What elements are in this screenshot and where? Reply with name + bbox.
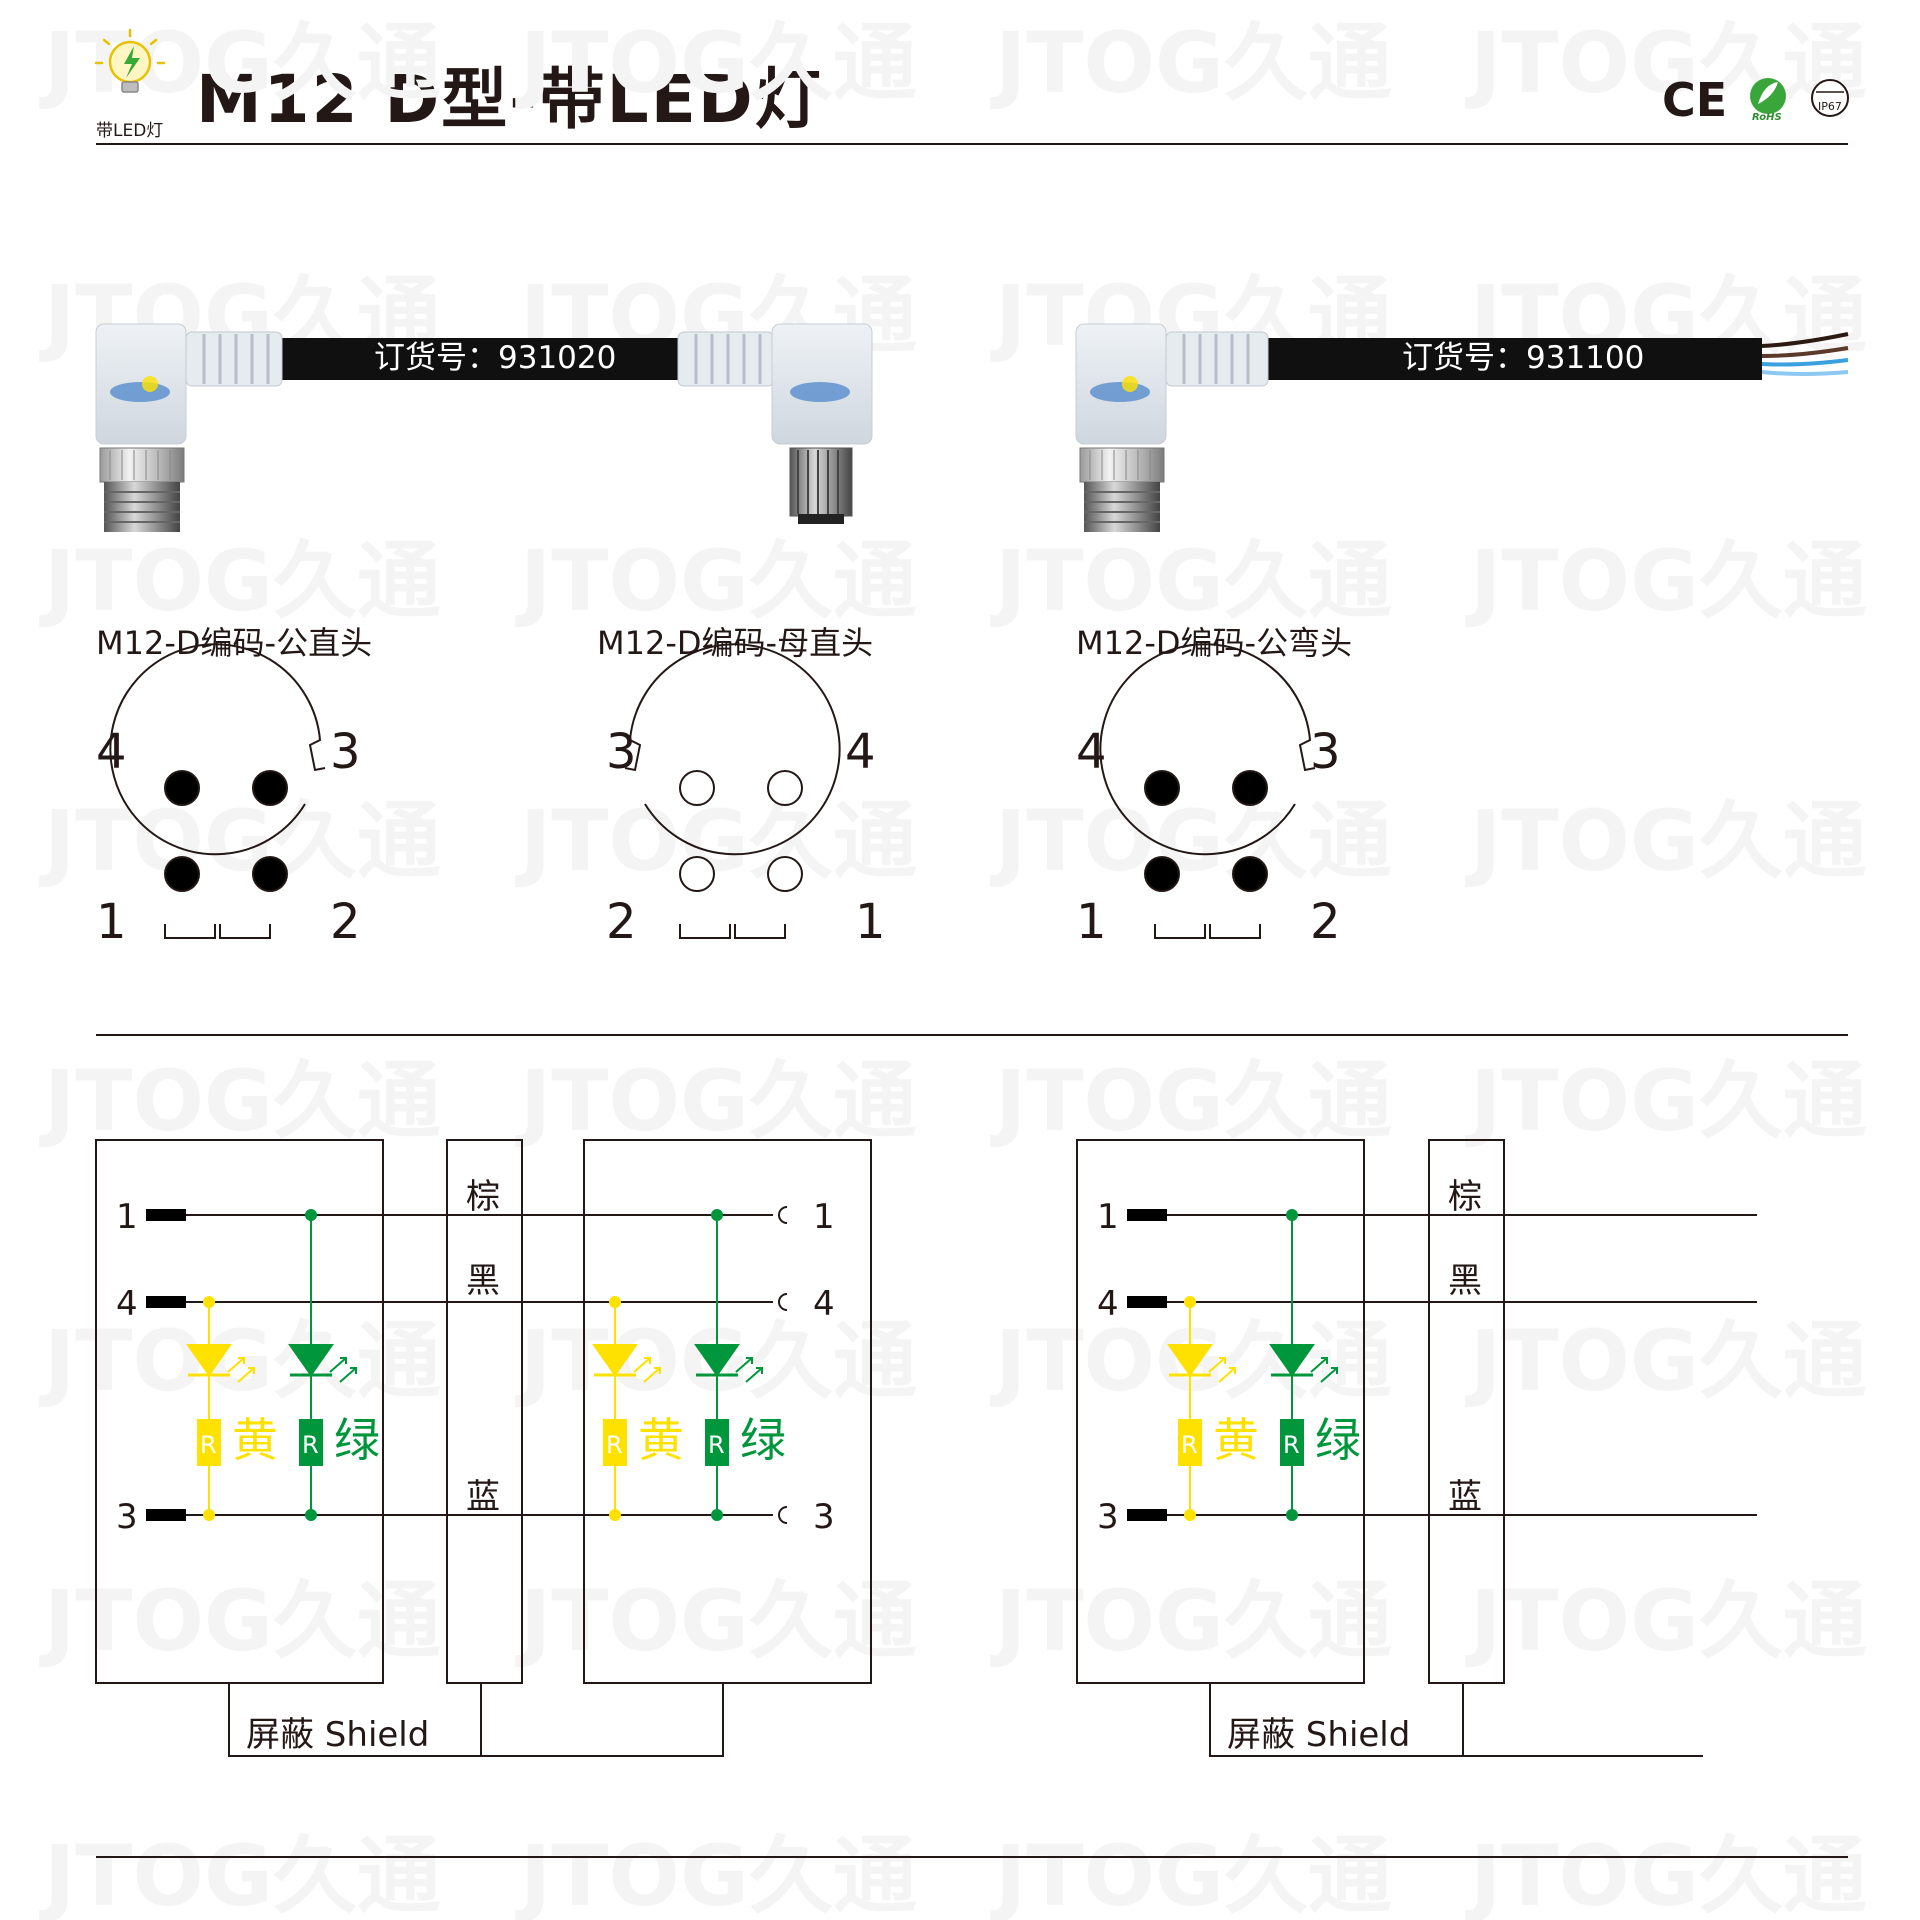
watermark-text: JTOG久通 [39, 14, 441, 112]
pin-label: 1 [116, 1197, 138, 1237]
pin-label: 4 [1076, 724, 1107, 780]
connector-box-male [1076, 1139, 1365, 1684]
wire-color-label: 蓝 [1448, 1477, 1482, 1517]
resistor-label: R [302, 1431, 319, 1459]
resistor-label: R [606, 1431, 623, 1459]
ce-mark: CE [1662, 73, 1727, 127]
shield-label: 屏蔽 Shield [1227, 1715, 1410, 1755]
pin-label: 2 [606, 894, 637, 950]
watermark-text: JTOG久通 [990, 1052, 1392, 1150]
shield-label: 屏蔽 Shield [246, 1715, 429, 1755]
watermark-text: JTOG久通 [1465, 1052, 1867, 1150]
watermark-text: JTOG久通 [39, 1827, 441, 1920]
product-photo-931020 [95, 323, 873, 532]
pin-label: 3 [330, 724, 361, 780]
watermark-text: JTOG久通 [515, 1052, 917, 1150]
pin-label: 2 [330, 894, 361, 950]
cable-body [280, 338, 700, 380]
watermark-text: JTOG久通 [39, 1572, 441, 1670]
wire-color-label: 棕 [1448, 1177, 1482, 1217]
ip67-label: IP67 [1818, 100, 1842, 113]
watermark-text: JTOG久通 [515, 1572, 917, 1670]
watermark-text: JTOG久通 [1465, 532, 1867, 630]
rohs-label: RoHS [1752, 112, 1782, 123]
pin-label: 3 [1310, 724, 1341, 780]
pin-label: 4 [1097, 1284, 1119, 1324]
led-yellow-label: 黄 [232, 1413, 278, 1467]
watermark-text: JTOG久通 [990, 1827, 1392, 1920]
watermark-text: JTOG久通 [1465, 1827, 1867, 1920]
resistor-label: R [708, 1431, 725, 1459]
order-number-931020: 订货号：931020 [374, 340, 616, 376]
pin-label: 1 [813, 1197, 835, 1237]
wiring-diagram-931100 [1076, 1139, 1757, 1757]
pin-label: 1 [855, 894, 886, 950]
watermark-text: JTOG久通 [39, 792, 441, 890]
wire-color-label: 蓝 [466, 1477, 500, 1517]
wire-color-label: 黑 [466, 1261, 500, 1301]
pin-label: 1 [1076, 894, 1107, 950]
led-badge-label: 带LED灯 [96, 121, 164, 141]
watermark-text: JTOG久通 [990, 532, 1392, 630]
pin-label: 1 [96, 894, 127, 950]
pinout-diagram-female [624, 643, 841, 939]
product-caption-2: M12-D编码-母直头 [597, 624, 874, 662]
pin-label: 4 [845, 724, 876, 780]
product-caption-1: M12-D编码-公直头 [96, 624, 373, 662]
watermark-text: JTOG久通 [990, 14, 1392, 112]
watermark-text: JTOG久通 [1465, 14, 1867, 112]
watermark-text: JTOG久通 [515, 792, 917, 890]
ip67-icon: IP67 [1811, 79, 1849, 117]
wiring-diagram-931020 [95, 1139, 872, 1757]
pinout-diagram-male-1 [109, 643, 326, 939]
product-photo-931100 [1075, 323, 1849, 532]
order-number-931100: 订货号：931100 [1402, 340, 1644, 376]
pin-label: 3 [606, 724, 637, 780]
pin-label: 4 [813, 1284, 835, 1324]
watermark-text: JTOG久通 [990, 1572, 1392, 1670]
cable-wire-box [446, 1139, 523, 1684]
wire-color-label: 棕 [466, 1177, 500, 1217]
led-bulb-icon [94, 28, 166, 93]
pin-label: 2 [1310, 894, 1341, 950]
watermark-text: JTOG久通 [39, 532, 441, 630]
watermark-text: JTOG久通 [990, 792, 1392, 890]
watermark-text: JTOG久通 [1465, 792, 1867, 890]
resistor-label: R [1181, 1431, 1198, 1459]
connector-box-male [95, 1139, 384, 1684]
pin-label: 1 [1097, 1197, 1119, 1237]
watermark-text: JTOG久通 [515, 1827, 917, 1920]
product-caption-3: M12-D编码-公弯头 [1076, 624, 1353, 662]
cable-wire-box [1428, 1139, 1505, 1684]
watermark-text: JTOG久通 [515, 532, 917, 630]
pinout-diagram-male-2 [1099, 643, 1316, 939]
pin-label: 4 [96, 724, 127, 780]
led-yellow-label: 黄 [1213, 1413, 1259, 1467]
rohs-icon: RoHS [1750, 78, 1786, 123]
led-green-label: 绿 [1315, 1413, 1361, 1467]
pin-label: 3 [813, 1497, 835, 1537]
wire-color-label: 黑 [1448, 1261, 1482, 1301]
pin-label: 3 [1097, 1497, 1119, 1537]
watermark-layer: JTOG久通 JTOG久通 JTOG久通 JTOG久通 JTOG久通 JTOG久… [39, 14, 1867, 1920]
watermark-text: JTOG久通 [39, 1052, 441, 1150]
watermark-text: JTOG久通 [1465, 1572, 1867, 1670]
led-green-label: 绿 [740, 1413, 786, 1467]
led-green-label: 绿 [334, 1413, 380, 1467]
watermark-text: JTOG久通 [1465, 1312, 1867, 1410]
page-title: M12 D型-带LED灯 [196, 61, 823, 138]
connector-box-female [583, 1139, 872, 1684]
resistor-label: R [200, 1431, 217, 1459]
pin-label: 3 [116, 1497, 138, 1537]
led-yellow-label: 黄 [638, 1413, 684, 1467]
watermark-text: JTOG久通 [515, 14, 917, 112]
pin-label: 4 [116, 1284, 138, 1324]
resistor-label: R [1283, 1431, 1300, 1459]
